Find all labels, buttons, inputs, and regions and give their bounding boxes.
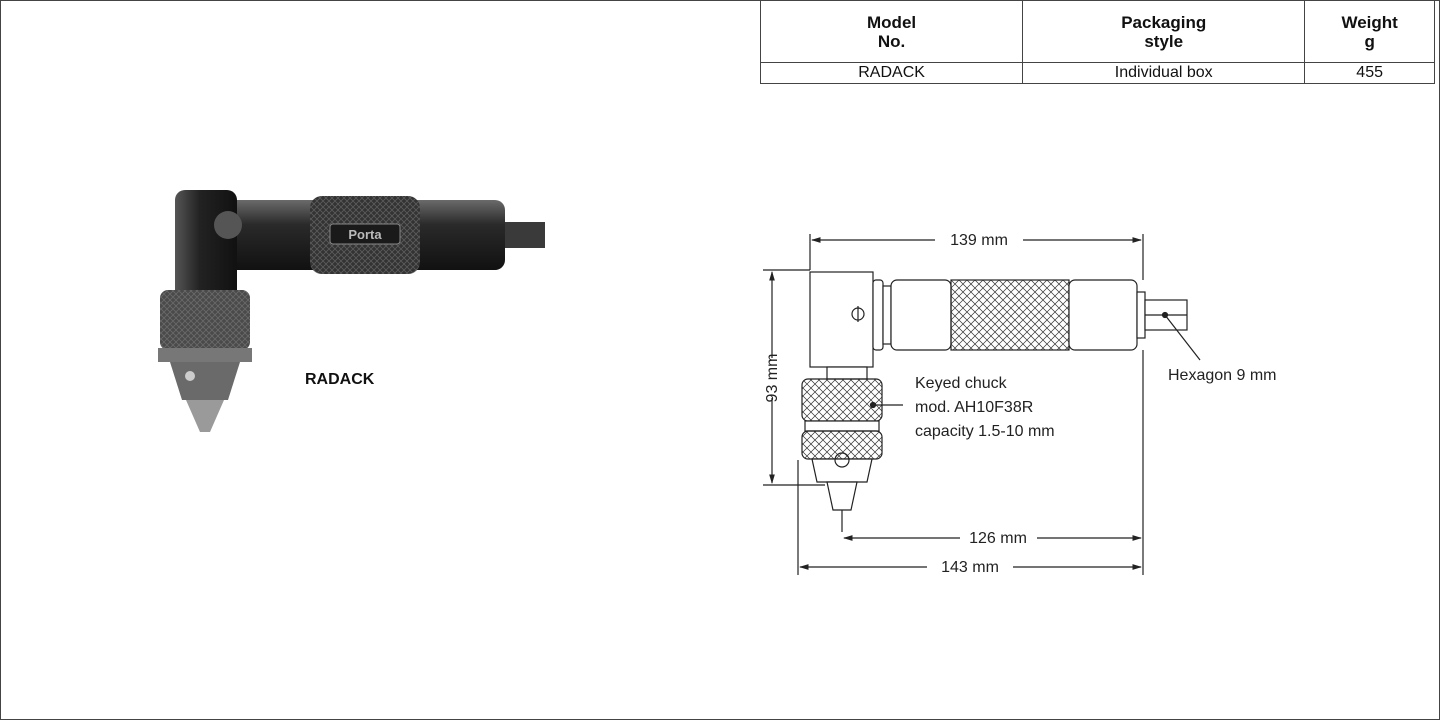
- header-weight-line1: Weight: [1341, 12, 1398, 32]
- chuck-tip: [186, 400, 224, 432]
- table-row: RADACK Individual box 455: [759, 62, 1435, 84]
- header-packaging-style: Packaging style: [1022, 0, 1306, 63]
- cell-weight: 455: [1304, 62, 1435, 84]
- header-model-line1: Model: [867, 12, 917, 32]
- chuck-nose: [170, 362, 240, 400]
- product-model-label: RADACK: [305, 371, 375, 388]
- cell-model: RADACK: [759, 62, 1024, 84]
- dimension-drawing: 139 mm 93 mm 126 mm 143 mm Hexagon 9 mm …: [763, 232, 1277, 576]
- chuck-label-line1: Keyed chuck: [915, 375, 1008, 392]
- dim-height-label: 93 mm: [764, 354, 781, 403]
- header-packaging-line1: Packaging: [1121, 12, 1207, 32]
- grip-brand-text: Porta: [348, 227, 382, 242]
- header-packaging-line2: style: [1144, 31, 1184, 51]
- product-photo: Porta: [158, 190, 545, 432]
- header-weight-line2: g: [1364, 31, 1375, 51]
- chuck-label-line3: capacity 1.5-10 mm: [915, 423, 1055, 440]
- tool-head: [175, 190, 237, 305]
- chuck-label-line2: mod. AH10F38R: [915, 399, 1033, 416]
- hex-shank: [505, 222, 545, 248]
- spec-table-header-row: Model No. Packaging style Weight g: [759, 0, 1435, 63]
- spec-table: Model No. Packaging style Weight g RADAC…: [759, 0, 1435, 84]
- header-model-line2: No.: [877, 31, 906, 51]
- header-model-no: Model No.: [759, 0, 1024, 63]
- dim-bottom-inner-label: 126 mm: [969, 530, 1027, 547]
- hexagon-label: Hexagon 9 mm: [1168, 367, 1277, 384]
- dim-bottom-outer-label: 143 mm: [941, 559, 999, 576]
- dim-top-label: 139 mm: [950, 232, 1008, 249]
- header-weight: Weight g: [1304, 0, 1435, 63]
- cell-packaging: Individual box: [1022, 62, 1306, 84]
